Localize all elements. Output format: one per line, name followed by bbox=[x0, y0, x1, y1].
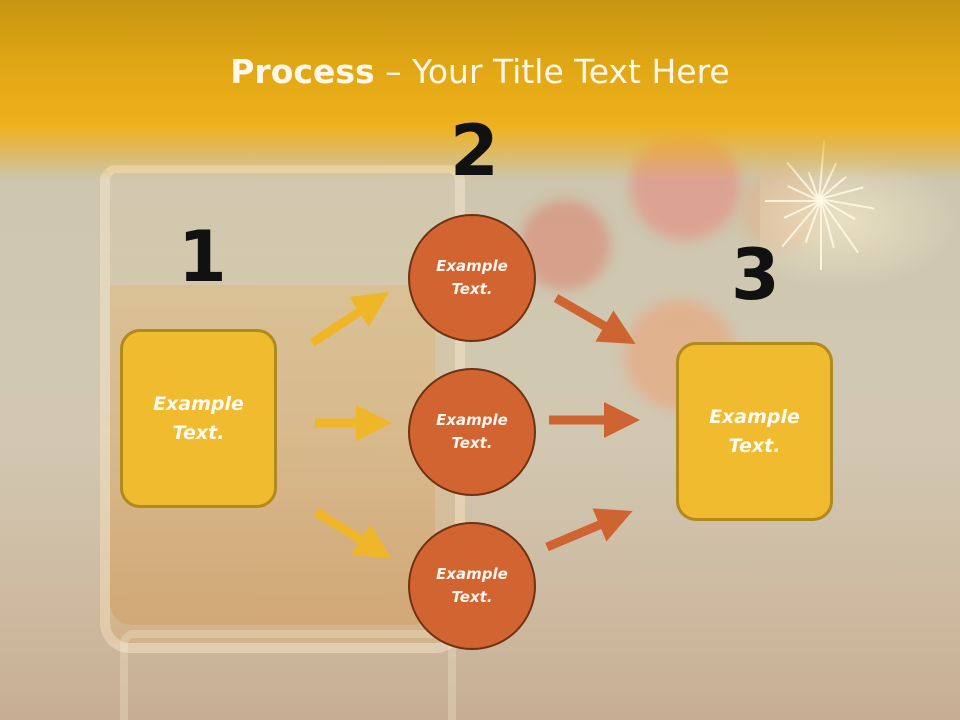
step-1-box[interactable]: Example Text. bbox=[120, 329, 277, 508]
step-2-circle-middle[interactable]: Example Text. bbox=[408, 368, 536, 496]
step-2-circle-bottom[interactable]: Example Text. bbox=[408, 522, 536, 650]
step-2-text-bottom: Example Text. bbox=[436, 565, 508, 606]
arrow-1-to-2a bbox=[309, 292, 390, 347]
step-number-3: 3 bbox=[731, 234, 780, 316]
arrow-1-to-2c bbox=[313, 508, 392, 559]
sparkler-icon bbox=[765, 140, 875, 270]
glass-reflection bbox=[120, 630, 456, 720]
step-number-1: 1 bbox=[178, 216, 227, 298]
step-2-text-top: Example Text. bbox=[436, 257, 508, 298]
title-bold: Process bbox=[230, 52, 375, 91]
sparkler-ray bbox=[820, 200, 822, 270]
step-3-box[interactable]: Example Text. bbox=[676, 342, 833, 521]
slide-title[interactable]: Process – Your Title Text Here bbox=[0, 52, 960, 91]
step-number-2: 2 bbox=[450, 110, 499, 192]
arrow-2a-to-3 bbox=[553, 294, 636, 345]
step-2-circle-top[interactable]: Example Text. bbox=[408, 214, 536, 342]
arrow-2c-to-3 bbox=[545, 508, 633, 552]
step-1-text: Example Text. bbox=[153, 392, 244, 444]
title-rest: – Your Title Text Here bbox=[374, 52, 730, 91]
step-3-text: Example Text. bbox=[709, 405, 800, 457]
step-2-text-middle: Example Text. bbox=[436, 411, 508, 452]
header-band bbox=[0, 0, 960, 180]
